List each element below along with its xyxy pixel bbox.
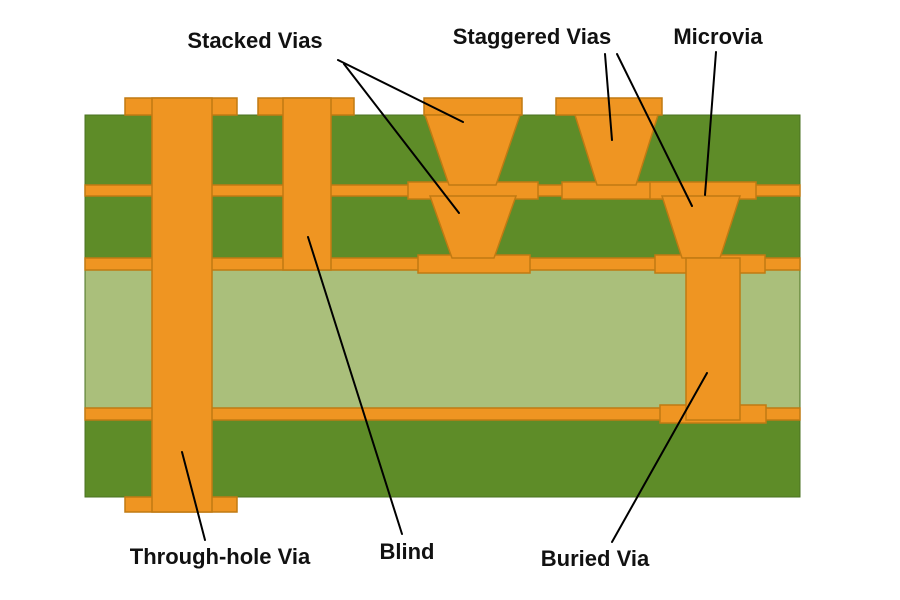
label-staggered-vias: Staggered Vias [453, 24, 612, 49]
stacked-via-top-pad [423, 97, 523, 116]
copper-plane-lower [84, 407, 801, 421]
label-stacked-vias: Stacked Vias [187, 28, 322, 53]
microvia-leader-line [704, 51, 717, 196]
blind-leader-line [307, 236, 403, 535]
through-hole-leader-line [181, 451, 206, 541]
label-microvia: Microvia [673, 24, 763, 49]
stacked-via-upper [423, 114, 522, 186]
buried-leader-line [611, 372, 708, 543]
staggered-leader-line-1 [604, 53, 613, 141]
label-blind: Blind [380, 539, 435, 564]
stacked-via-lower [428, 195, 518, 259]
label-through-hole-via: Through-hole Via [130, 544, 311, 569]
stacked-leader-line-1 [337, 59, 464, 123]
through-hole-via-barrel [151, 97, 213, 513]
staggered-via-upper [573, 114, 660, 186]
staggered-leader-line-2 [616, 53, 693, 207]
label-buried-via: Buried Via [541, 546, 650, 571]
stacked-leader-line-2 [343, 63, 460, 214]
blind-via-barrel [282, 97, 332, 271]
